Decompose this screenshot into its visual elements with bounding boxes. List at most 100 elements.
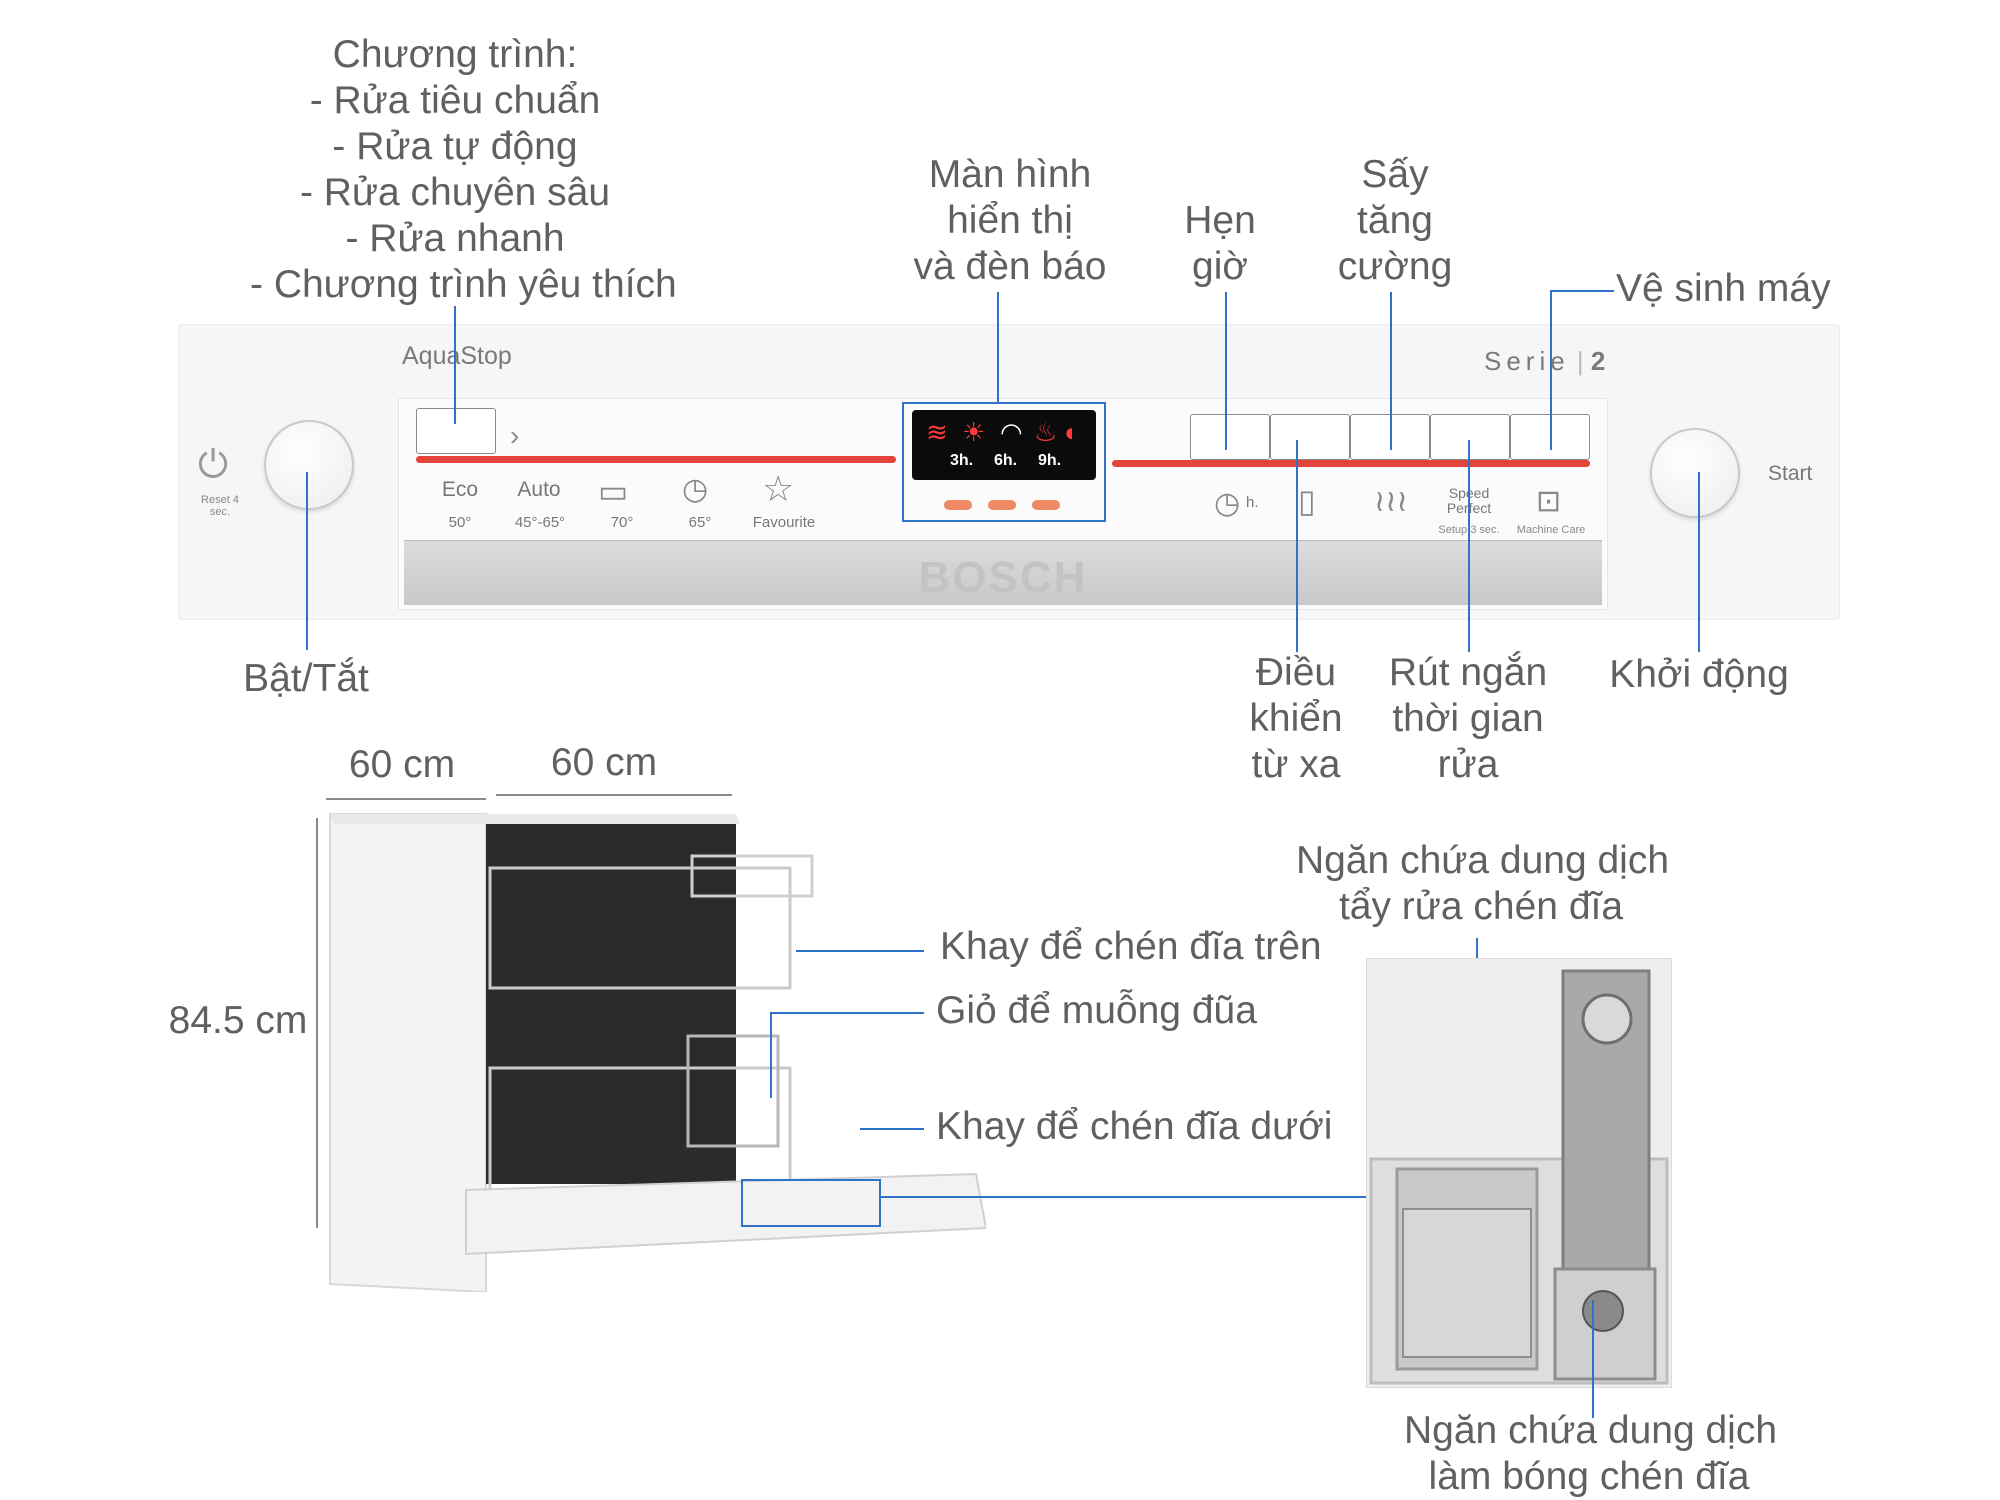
status-display: ≋ ☀ ◠ ♨ ◐ 3h. 6h. 9h.: [912, 410, 1096, 480]
door-compartment-highlight: [741, 1179, 881, 1227]
serie-text: Serie: [1484, 346, 1570, 376]
upper-rack-leader: [796, 950, 924, 952]
rinse-aid-cap: [1581, 993, 1633, 1045]
program-quick: - Rửa nhanh: [345, 217, 565, 260]
power-button[interactable]: [264, 420, 354, 510]
display-line-2: hiển thị: [947, 199, 1073, 242]
timer-button[interactable]: [1190, 414, 1270, 460]
timer-line-1: Hẹn: [1184, 199, 1256, 242]
stopwatch-icon: ◷: [682, 473, 709, 506]
height-dimension-line: [316, 818, 318, 1228]
start-leader: [1698, 472, 1700, 652]
dishwasher-illustration: [329, 813, 986, 1292]
serie-number: 2: [1590, 346, 1611, 376]
display-line-3: và đèn báo: [913, 245, 1107, 288]
speed-perfect-button[interactable]: [1430, 414, 1510, 460]
machine-clean-leader-v: [1550, 290, 1552, 450]
program-standard: - Rửa tiêu chuẩn: [309, 79, 601, 122]
lower-rack-callout: Khay để chén đĩa dưới: [936, 1105, 1333, 1148]
remote-line-1: Điều: [1255, 651, 1337, 694]
programs-callout: Chương trình: - Rửa tiêu chuẩn - Rửa tự …: [250, 32, 677, 308]
display-line-1: Màn hình: [928, 153, 1092, 196]
extra-dry-icon: ≀≀≀: [1374, 485, 1408, 518]
chevron-right-icon: ›: [510, 420, 520, 451]
machine-clean-leader-h: [1550, 290, 1614, 292]
program-eco: Eco: [441, 478, 479, 501]
washer-side: [329, 813, 487, 1292]
programs-title: Chương trình:: [332, 33, 578, 76]
start-button[interactable]: [1650, 428, 1740, 518]
washer-door: [465, 1172, 986, 1256]
upper-rack-fold: [690, 854, 814, 898]
extra-dry-line-2: tăng: [1357, 199, 1433, 242]
program-button[interactable]: [416, 408, 496, 454]
washer-top: [330, 814, 740, 824]
remote-line-3: từ xa: [1251, 743, 1341, 786]
program-auto-line: - Rửa tự động: [332, 125, 578, 168]
shorten-leader: [1468, 440, 1470, 652]
rinse-aid-leader: [1592, 1300, 1594, 1418]
detergent-compartment-photo: [1366, 958, 1672, 1388]
serie-label: Serie | 2: [1484, 346, 1610, 377]
aquastop-label: AquaStop: [402, 342, 512, 370]
display-callout: Màn hình hiển thị và đèn báo: [900, 152, 1120, 290]
extra-dry-leader: [1390, 292, 1392, 450]
salt-icon: ♨: [1034, 417, 1058, 447]
start-callout: Khởi động: [1609, 653, 1789, 696]
tap-icon: ≋: [926, 417, 948, 447]
remote-icon: ▯: [1298, 483, 1316, 519]
shorten-callout: Rút ngắn thời gian rửa: [1378, 650, 1558, 788]
program-quick-temp: 65°: [688, 514, 712, 531]
detergent-lid: [1402, 1208, 1532, 1358]
timer-suffix: h.: [1246, 494, 1259, 511]
shorten-line-3: rửa: [1437, 743, 1499, 786]
remote-leader: [1296, 440, 1298, 652]
wifi-icon: ◠: [1000, 417, 1023, 447]
sun-icon: ☀: [962, 417, 986, 447]
timer-leader: [1225, 292, 1227, 450]
cutlery-leader-v: [770, 1012, 772, 1098]
program-favourite: Favourite: [752, 514, 816, 531]
machine-clean-callout: Vệ sinh máy: [1616, 267, 1831, 310]
indicator-led-2: [988, 500, 1016, 510]
depth-dimension-line: [496, 794, 732, 796]
power-callout: Bật/Tắt: [243, 657, 369, 700]
reset-label: Reset 4 sec.: [201, 494, 239, 518]
rinse-icon: ◐: [1064, 417, 1080, 447]
remote-button[interactable]: [1270, 414, 1350, 460]
bezel: BOSCH: [404, 540, 1602, 605]
power-leader: [306, 472, 308, 650]
extra-dry-line-3: cường: [1337, 245, 1453, 288]
detergent-callout: Ngăn chứa dung dịch tẩy rửa chén đĩa: [1296, 838, 1670, 930]
program-intensive-temp: 70°: [610, 514, 634, 531]
serie-divider: |: [1569, 346, 1591, 376]
cutlery-basket: [686, 1034, 780, 1148]
indicator-led-1: [944, 500, 972, 510]
star-icon: ☆: [762, 468, 795, 509]
rinse-aid-callout: Ngăn chứa dung dịch làm bóng chén đĩa: [1404, 1408, 1777, 1500]
start-label: Start: [1768, 462, 1813, 485]
program-auto-temp: 45°-65°: [514, 514, 566, 531]
clock-icon: ◷: [1214, 487, 1241, 520]
detergent-line-1: Ngăn chứa dung dịch: [1296, 839, 1670, 882]
power-icon: ⏻: [198, 444, 229, 486]
indicator-led-3: [1032, 500, 1060, 510]
washer-tub: [486, 824, 736, 1184]
upper-basket: [488, 866, 792, 990]
display-leader: [997, 292, 999, 404]
bosch-logo: BOSCH: [918, 553, 1088, 602]
machine-care-icon: ⊡: [1536, 485, 1562, 518]
programs-leader: [454, 306, 456, 424]
program-eco-temp: 50°: [448, 514, 472, 531]
upper-rack-callout: Khay để chén đĩa trên: [940, 925, 1322, 968]
rinse-aid-line-2: làm bóng chén đĩa: [1428, 1455, 1750, 1498]
extra-dry-callout: Sấy tăng cường: [1330, 152, 1460, 290]
display-highlight: [902, 402, 1106, 522]
program-favourite-line: - Chương trình yêu thích: [250, 263, 677, 306]
pot-icon: ▭: [598, 473, 629, 509]
detergent-line-2: tẩy rửa chén đĩa: [1338, 885, 1624, 928]
shorten-line-1: Rút ngắn: [1388, 651, 1548, 694]
compartment-link-line: [880, 1196, 1368, 1198]
height-dimension: 84.5 cm: [168, 999, 308, 1042]
width-dimension-line: [326, 798, 486, 800]
